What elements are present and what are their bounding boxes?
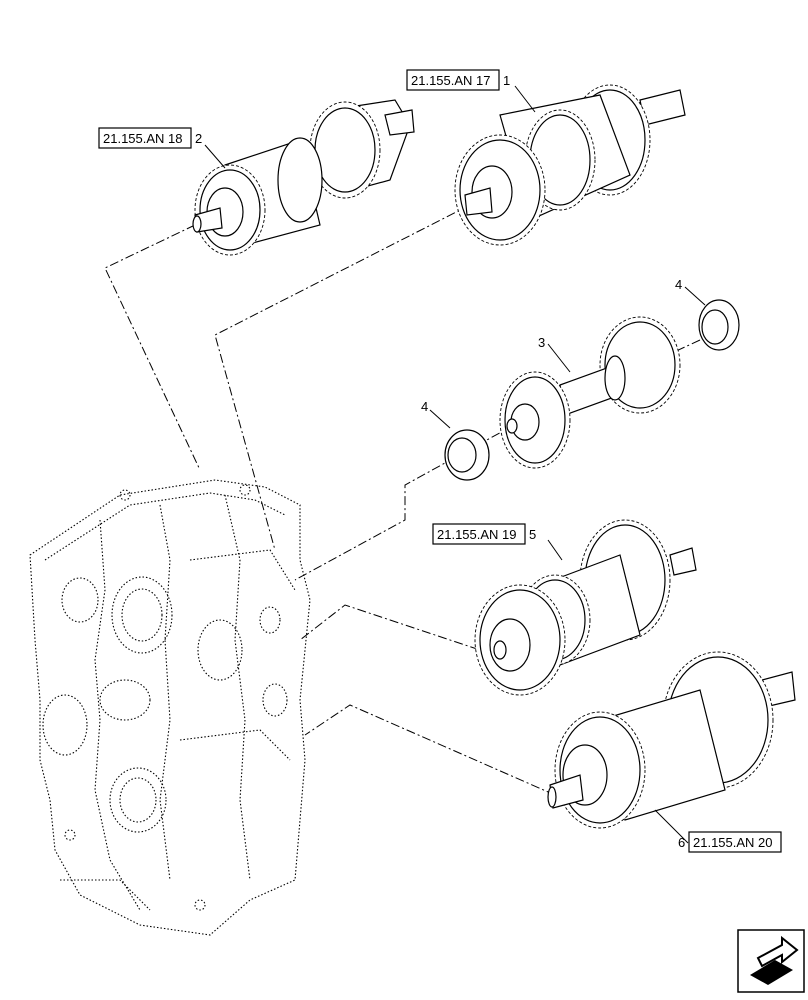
callout-5: 21.155.AN 19 5 (432, 523, 536, 545)
callout-1-ref: 21.155.AN 17 (411, 73, 491, 88)
callout-1-number: 1 (503, 73, 510, 88)
part-6-shaft-assembly (547, 651, 796, 829)
callout-3: 3 (538, 335, 545, 350)
assembly-lines (104, 204, 701, 796)
callout-4a-number: 4 (675, 277, 682, 292)
part-2-shaft-assembly (192, 99, 415, 256)
leader-lines (204, 85, 706, 844)
callout-2-number: 2 (195, 131, 202, 146)
callout-3-number: 3 (538, 335, 545, 350)
callout-4b: 4 (421, 399, 428, 414)
part-4a-bearing (698, 299, 740, 351)
part-5-shaft-assembly (474, 519, 697, 696)
callout-2-ref: 21.155.AN 18 (103, 131, 183, 146)
callout-1: 21.155.AN 17 1 (406, 69, 510, 91)
callout-5-number: 5 (529, 527, 536, 542)
part-3-shaft (499, 316, 681, 469)
part-4b-bearing (444, 429, 490, 481)
part-1-shaft-assembly (454, 84, 686, 246)
callout-5-ref: 21.155.AN 19 (437, 527, 517, 542)
navigation-arrow-icon[interactable] (737, 929, 805, 993)
callout-4a: 4 (675, 277, 682, 292)
callout-2: 21.155.AN 18 2 (98, 127, 202, 149)
callout-6-number: 6 (678, 835, 685, 850)
transmission-housing (29, 479, 311, 936)
callout-4b-number: 4 (421, 399, 428, 414)
callout-6-ref: 21.155.AN 20 (693, 835, 773, 850)
callout-6: 6 21.155.AN 20 (678, 831, 782, 853)
